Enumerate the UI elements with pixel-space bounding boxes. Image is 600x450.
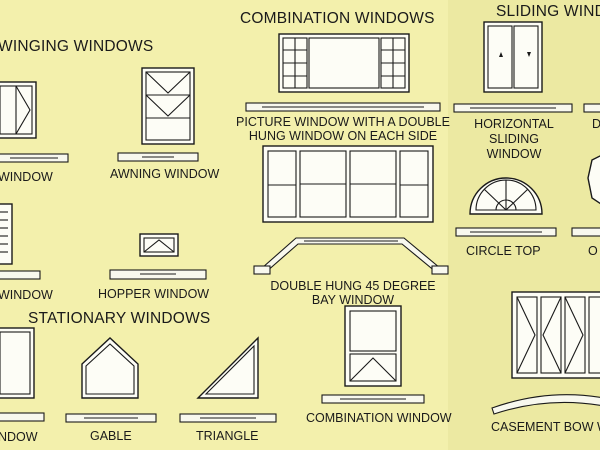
caption-double-hung-window: WINDOW [0, 288, 53, 302]
caption-cut-off-right-top: D [592, 117, 600, 131]
caption-horizontal-sliding-line-1: HORIZONTAL [474, 117, 554, 131]
caption-casement-window: WINDOW [0, 170, 53, 184]
horizontal-sliding-drawing [483, 21, 543, 93]
heading-combination-windows: COMBINATION WINDOWS [240, 10, 435, 27]
caption-fixed-window: NDOW [0, 430, 38, 444]
fixed-window-plan [0, 412, 45, 422]
caption-casement-bow: CASEMENT BOW W [491, 420, 600, 434]
gable-window-drawing [81, 337, 139, 399]
awning-window-drawing [141, 67, 195, 145]
casement-bow-plan [491, 394, 600, 415]
heading-swinging-windows: WINGING WINDOWS [0, 38, 154, 55]
caption-hopper-window: HOPPER WINDOW [98, 287, 210, 301]
picture-window-plan [245, 102, 441, 112]
caption-horizontal-sliding: HORIZONTAL SLIDING WINDOW [462, 117, 566, 162]
caption-triangle: TRIANGLE [196, 429, 259, 443]
gable-window-plan [65, 413, 157, 423]
caption-horizontal-sliding-line-2: SLIDING [488, 132, 539, 146]
bay-window-plan [253, 237, 449, 275]
circle-top-drawing [469, 177, 543, 215]
casement-bow-drawing [511, 291, 600, 379]
fixed-window-drawing [0, 327, 35, 399]
caption-octagon-partial: O [588, 244, 598, 258]
caption-bay-window-line-1: DOUBLE HUNG 45 DEGREE [270, 279, 436, 293]
bay-window-drawing [262, 145, 434, 223]
hopper-window-plan [109, 269, 207, 280]
caption-combination-window: COMBINATION WINDOW [306, 411, 452, 425]
combination-window-drawing [344, 305, 402, 387]
circle-top-plan [455, 227, 557, 237]
combination-window-plan [321, 394, 425, 404]
horizontal-sliding-plan [453, 103, 573, 113]
caption-circle-top: CIRCLE TOP [466, 244, 541, 258]
casement-window-plan [0, 153, 69, 163]
caption-awning-window: AWNING WINDOW [110, 167, 220, 181]
caption-picture-window-line-1: PICTURE WINDOW WITH A DOUBLE [236, 115, 450, 129]
caption-picture-window-line-2: HUNG WINDOW ON EACH SIDE [248, 129, 438, 143]
octagon-window-plan [571, 227, 600, 237]
caption-bay-window-line-2: BAY WINDOW [311, 293, 395, 307]
heading-sliding-windows: SLIDING WIND [496, 3, 600, 20]
hopper-window-drawing [139, 233, 179, 257]
caption-picture-window: PICTURE WINDOW WITH A DOUBLE HUNG WINDOW… [226, 115, 460, 143]
triangle-window-plan [179, 413, 277, 423]
casement-window-drawing [0, 81, 37, 139]
caption-bay-window: DOUBLE HUNG 45 DEGREE BAY WINDOW [246, 279, 460, 307]
cut-off-window-right-top [583, 103, 600, 113]
heading-stationary-windows: STATIONARY WINDOWS [28, 310, 211, 327]
double-hung-window-plan [0, 270, 41, 280]
caption-horizontal-sliding-line-3: WINDOW [486, 147, 542, 161]
double-hung-window-drawing [0, 203, 13, 265]
caption-gable: GABLE [90, 429, 132, 443]
awning-window-plan [117, 152, 199, 162]
picture-window-drawing [278, 33, 410, 93]
triangle-window-drawing [196, 336, 259, 399]
octagon-window-drawing [587, 155, 600, 205]
